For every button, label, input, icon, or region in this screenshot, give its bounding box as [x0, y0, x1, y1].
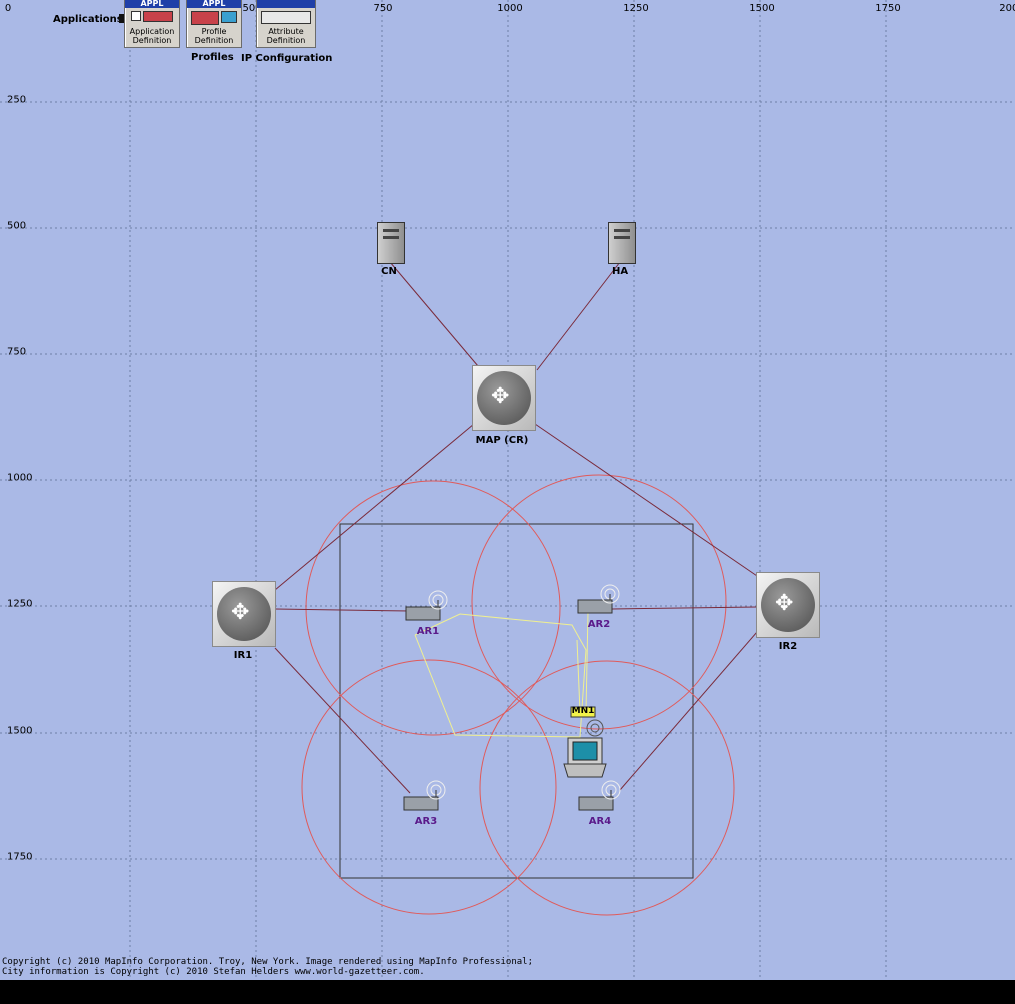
- x-tick: 1250: [623, 3, 649, 14]
- status-bar: [0, 980, 1015, 1004]
- ar2-label: AR2: [587, 619, 611, 630]
- network-canvas[interactable]: 0 500 750 1000 1250 1500 1750 2000 250 5…: [0, 0, 1015, 980]
- attr-def-band: [257, 0, 315, 8]
- ir2-router-node[interactable]: ✥: [756, 572, 820, 638]
- app-def-band: APPL: [125, 0, 179, 8]
- link-ir1-ar1: [274, 608, 411, 612]
- y-tick: 1250: [7, 598, 33, 610]
- drive-bay-icon: [614, 236, 630, 239]
- mobility-area: [339, 523, 694, 879]
- link-map-ir1: [274, 423, 475, 591]
- ir2-label: IR2: [778, 641, 798, 652]
- router-arrows-icon: ✥: [775, 591, 794, 616]
- link-ir2-ar2: [611, 606, 758, 610]
- drive-bay-icon: [383, 229, 399, 232]
- drive-bay-icon: [383, 236, 399, 239]
- ha-server-node[interactable]: [608, 222, 636, 264]
- copyright-text: Copyright (c) 2010 MapInfo Corporation. …: [2, 957, 534, 977]
- link-ir2-ar4: [619, 631, 758, 791]
- cn-server-node[interactable]: [377, 222, 405, 264]
- profile-definition-node[interactable]: APPL Profile Definition: [186, 0, 242, 48]
- applications-marker: [119, 14, 125, 23]
- ar1-device: [405, 590, 448, 621]
- link-ha-map: [536, 261, 621, 371]
- ar1-coverage: [305, 480, 561, 736]
- link-map-ir2: [534, 423, 761, 579]
- x-tick: 750: [373, 3, 393, 14]
- attr-def-caption: Attribute Definition: [266, 27, 306, 45]
- router-arrows-icon: ✥: [491, 384, 510, 409]
- y-tick: 1500: [7, 725, 33, 737]
- applications-label: Applications: [53, 14, 123, 25]
- ar2-device: [577, 584, 620, 614]
- router-arrows-icon: [477, 371, 531, 425]
- mn1-wireless-link: [585, 611, 589, 713]
- y-tick: 500: [7, 220, 27, 232]
- attribute-icon: [261, 11, 311, 24]
- ar3-coverage: [301, 659, 557, 915]
- computer-icon: [221, 11, 237, 23]
- ar3-label: AR3: [414, 816, 438, 827]
- ir1-label: IR1: [233, 650, 253, 661]
- ar1-label: AR1: [416, 626, 440, 637]
- ir1-router-node[interactable]: ✥: [212, 581, 276, 647]
- x-tick: 500: [242, 3, 262, 14]
- link-ir1-ar3: [274, 647, 411, 794]
- attribute-definition-node[interactable]: Attribute Definition: [256, 0, 316, 48]
- profile-icon: [191, 11, 219, 25]
- x-tick: 2000: [999, 3, 1015, 14]
- cn-label: CN: [381, 266, 397, 277]
- profiles-label: Profiles: [191, 52, 234, 63]
- mn1-laptop: [563, 706, 607, 778]
- ar4-label: AR4: [588, 816, 612, 827]
- drive-bay-icon: [614, 229, 630, 232]
- x-tick: 1000: [497, 3, 523, 14]
- router-arrows-icon: ✥: [231, 600, 250, 625]
- profile-def-band: APPL: [187, 0, 241, 8]
- app-icon: [131, 11, 141, 21]
- ar3-device: [403, 780, 446, 811]
- mn1-trajectory: [414, 613, 587, 738]
- application-definition-node[interactable]: APPL Application Definition: [124, 0, 180, 48]
- links: [274, 261, 761, 794]
- ha-label: HA: [611, 266, 629, 277]
- link-cn-map: [389, 261, 479, 367]
- y-tick: 1750: [7, 851, 33, 863]
- ar4-coverage: [479, 660, 735, 916]
- x-tick: 1750: [875, 3, 901, 14]
- map-router-node[interactable]: ✥: [472, 365, 536, 431]
- x-tick: 0: [4, 3, 12, 14]
- network-graphics: [0, 0, 1015, 980]
- ip-configuration-label: IP Configuration: [241, 53, 333, 64]
- router-arrows-icon: [217, 587, 271, 641]
- map-label: MAP (CR): [475, 435, 529, 446]
- profile-def-caption: Profile Definition: [194, 27, 234, 45]
- y-tick: 750: [7, 346, 27, 358]
- y-tick: 1000: [7, 472, 33, 484]
- ar4-device: [578, 780, 621, 811]
- mn1-label: MN1: [571, 706, 595, 716]
- x-tick: 1500: [749, 3, 775, 14]
- app-def-caption: Application Definition: [129, 27, 175, 45]
- router-arrows-icon: [761, 578, 815, 632]
- coverage-circles: [301, 474, 735, 916]
- app-icon: [143, 11, 173, 22]
- grid-lines: [0, 0, 1015, 980]
- y-tick: 250: [7, 94, 27, 106]
